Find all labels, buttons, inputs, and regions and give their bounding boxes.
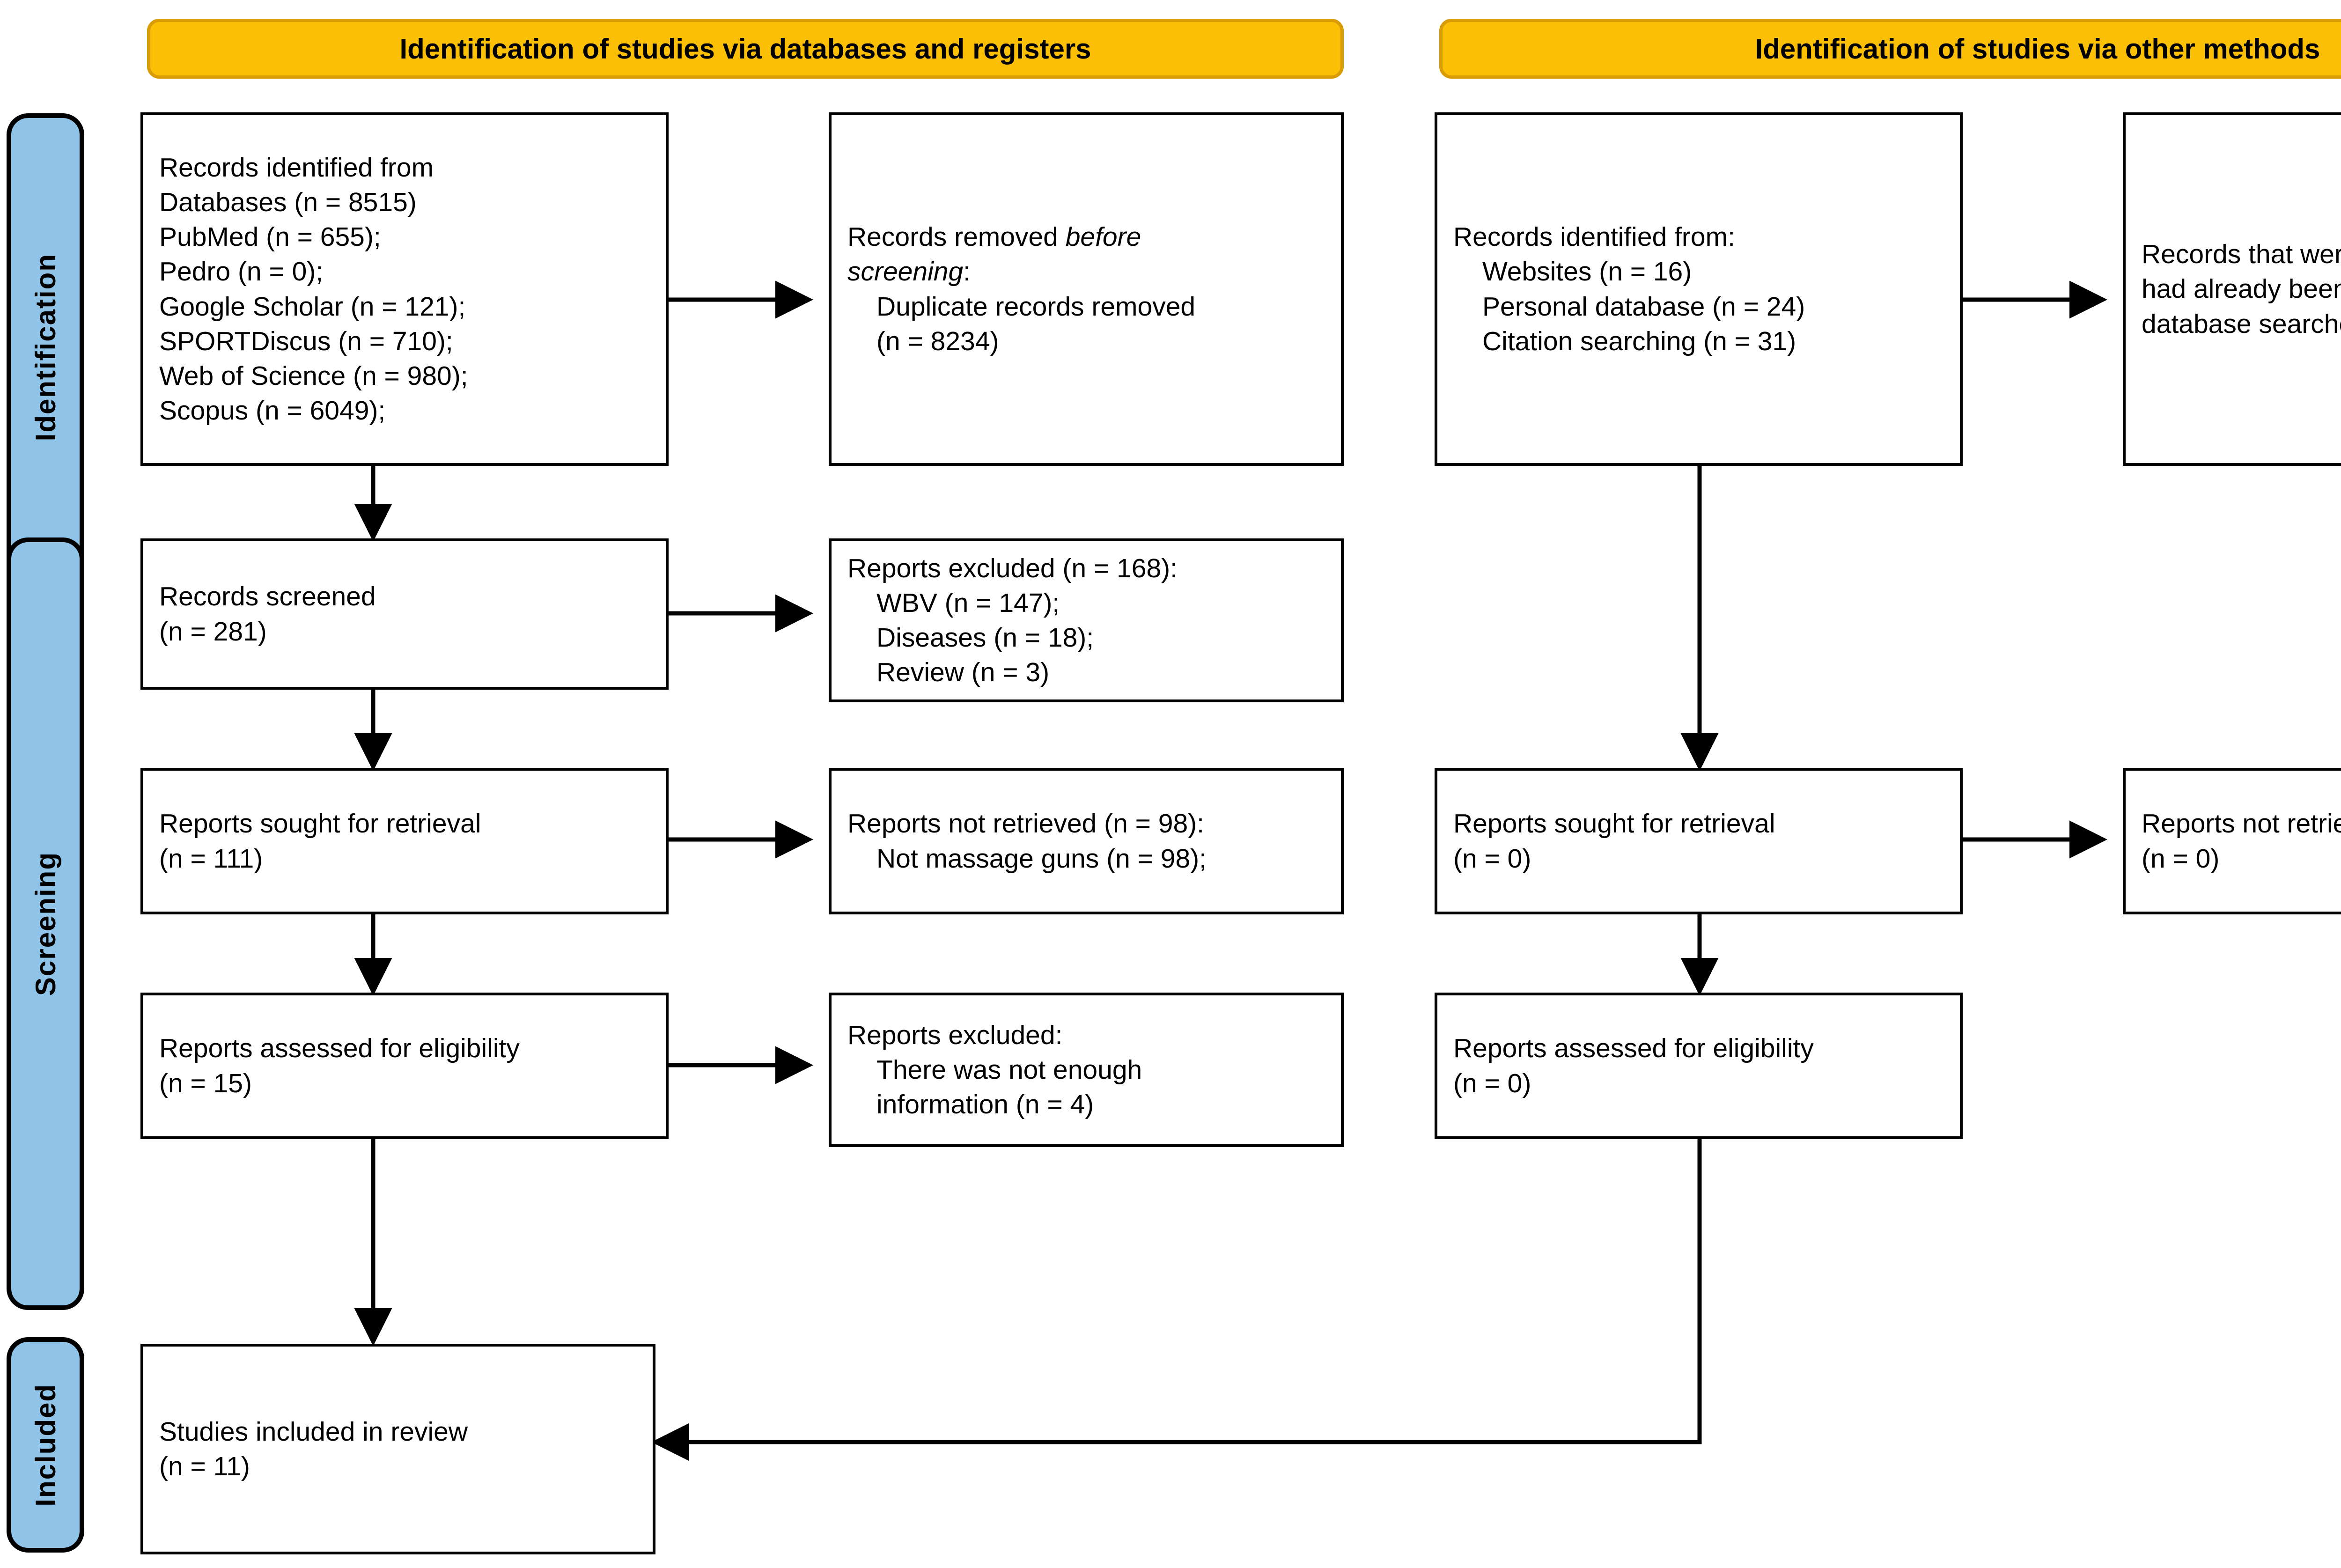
header-databases-registers-label: Identification of studies via databases … bbox=[399, 33, 1091, 65]
phase-bar-screening: Screening bbox=[7, 537, 84, 1310]
box-line: WBV (n = 147); bbox=[876, 588, 1060, 618]
box-reports-excluded-eligibility: Reports excluded: There was not enough i… bbox=[829, 993, 1344, 1147]
box-line: database searches (n = 71) bbox=[2142, 309, 2341, 339]
box-line: (n = 11) bbox=[159, 1451, 250, 1481]
box-reports-sought-databases: Reports sought for retrieval (n = 111) bbox=[140, 768, 669, 914]
box-line: information (n = 4) bbox=[876, 1090, 1094, 1120]
box-line-text: : bbox=[963, 257, 971, 287]
box-line: Studies included in review bbox=[159, 1416, 468, 1447]
box-line: (n = 15) bbox=[159, 1068, 252, 1098]
phase-bar-identification: Identification bbox=[7, 113, 84, 582]
box-line: screening: bbox=[847, 254, 1325, 289]
box-line: Reports excluded (n = 168): bbox=[847, 553, 1178, 583]
box-line: Reports assessed for eligibility bbox=[1453, 1033, 1814, 1064]
box-line: Databases (n = 8515) bbox=[159, 187, 417, 218]
box-line: Scopus (n = 6049); bbox=[159, 395, 386, 426]
box-line: Not massage guns (n = 98); bbox=[876, 843, 1207, 874]
phase-bar-identification-label: Identification bbox=[29, 253, 61, 442]
box-line: Records that were duplicated or bbox=[2142, 239, 2341, 270]
box-line: Reports sought for retrieval bbox=[1453, 809, 1775, 839]
phase-bar-included: Included bbox=[7, 1337, 84, 1553]
box-line-italic: screening bbox=[847, 257, 964, 287]
box-line: Pedro (n = 0); bbox=[159, 257, 324, 287]
box-line: There was not enough bbox=[876, 1054, 1142, 1085]
box-records-duplicated-other: Records that were duplicated or had alre… bbox=[2123, 112, 2341, 466]
box-records-identified-databases: Records identified from Databases (n = 8… bbox=[140, 112, 669, 466]
box-line: (n = 0) bbox=[1453, 843, 1531, 874]
box-line: Records removed before bbox=[847, 220, 1325, 254]
box-line: Reports assessed for eligibility bbox=[159, 1033, 520, 1064]
box-line: (n = 0) bbox=[2142, 843, 2220, 874]
box-records-identified-other: Records identified from: Websites (n = 1… bbox=[1435, 112, 1963, 466]
box-reports-assessed-databases: Reports assessed for eligibility (n = 15… bbox=[140, 993, 669, 1139]
wire-other-assessed-to-included bbox=[651, 1139, 1702, 1461]
box-line: Reports excluded: bbox=[847, 1020, 1063, 1050]
box-line: Records identified from bbox=[159, 153, 434, 183]
box-reports-not-retrieved-other: Reports not retrieved (n = 0) bbox=[2123, 768, 2341, 914]
box-line: Records identified from: bbox=[1453, 222, 1735, 252]
box-line: PubMed (n = 655); bbox=[159, 222, 381, 252]
box-line-text: Records removed bbox=[847, 222, 1066, 252]
header-databases-registers: Identification of studies via databases … bbox=[147, 19, 1344, 79]
box-reports-excluded-screening: Reports excluded (n = 168): WBV (n = 147… bbox=[829, 538, 1344, 702]
box-line: Review (n = 3) bbox=[876, 657, 1050, 688]
box-reports-sought-other: Reports sought for retrieval (n = 0) bbox=[1435, 768, 1963, 914]
phase-bar-included-label: Included bbox=[29, 1383, 61, 1507]
box-reports-not-retrieved-databases: Reports not retrieved (n = 98): Not mass… bbox=[829, 768, 1344, 914]
box-line-italic: before bbox=[1065, 222, 1141, 252]
box-line: (n = 281) bbox=[159, 616, 267, 647]
box-line: (n = 0) bbox=[1453, 1068, 1531, 1098]
phase-bar-screening-label: Screening bbox=[29, 851, 61, 996]
box-line: (n = 111) bbox=[159, 843, 263, 874]
box-line: Google Scholar (n = 121); bbox=[159, 291, 466, 322]
box-line: Web of Science (n = 980); bbox=[159, 361, 468, 391]
box-line: Personal database (n = 24) bbox=[1482, 291, 1805, 322]
box-line: Diseases (n = 18); bbox=[876, 623, 1094, 653]
header-other-methods-label: Identification of studies via other meth… bbox=[1755, 33, 2320, 65]
box-reports-assessed-other: Reports assessed for eligibility (n = 0) bbox=[1435, 993, 1963, 1139]
box-line: Records screened bbox=[159, 582, 376, 612]
box-line: SPORTDiscus (n = 710); bbox=[159, 326, 453, 356]
box-line: Reports sought for retrieval bbox=[159, 809, 481, 839]
box-records-screened: Records screened (n = 281) bbox=[140, 538, 669, 690]
box-line: Reports not retrieved (n = 98): bbox=[847, 809, 1204, 839]
box-studies-included-in-review: Studies included in review (n = 11) bbox=[140, 1344, 655, 1554]
box-line: (n = 8234) bbox=[876, 326, 999, 356]
box-records-removed-before-screening: Records removed before screening: Duplic… bbox=[829, 112, 1344, 466]
box-line: Websites (n = 16) bbox=[1482, 257, 1692, 287]
box-line: Duplicate records removed bbox=[876, 291, 1196, 322]
header-other-methods: Identification of studies via other meth… bbox=[1439, 19, 2341, 79]
box-line: Citation searching (n = 31) bbox=[1482, 326, 1796, 356]
box-line: Reports not retrieved bbox=[2142, 809, 2341, 839]
box-line: had already been identified in the bbox=[2142, 274, 2341, 304]
